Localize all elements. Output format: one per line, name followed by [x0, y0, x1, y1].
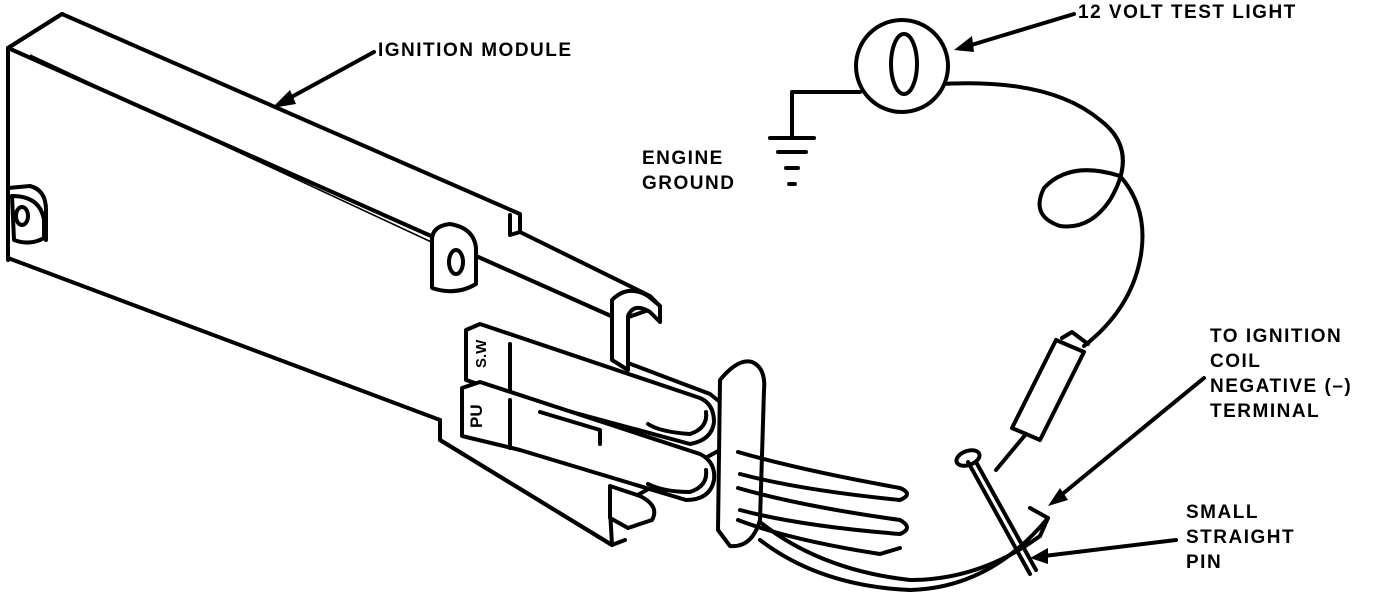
connector-mark-sw: S.W: [473, 339, 490, 368]
harness-wires: [736, 450, 1050, 592]
ground-symbol: [768, 90, 862, 186]
label-ignition-module: IGNITION MODULE: [378, 40, 573, 61]
label-coil-terminal-line-4: TERMINAL: [1210, 401, 1321, 422]
label-straight-pin-line-2: STRAIGHT: [1186, 527, 1296, 548]
label-engine-ground-line-2: GROUND: [642, 173, 736, 194]
label-straight-pin: SMALL STRAIGHT PIN: [1186, 500, 1295, 575]
straight-pin: [954, 448, 1038, 576]
test-light-lead: [898, 81, 1145, 472]
label-coil-terminal: TO IGNITION COIL NEGATIVE (–) TERMINAL: [1210, 324, 1352, 424]
connector-mark-pu: PU: [467, 404, 486, 428]
label-test-light: 12 VOLT TEST LIGHT: [1078, 2, 1297, 23]
connector-block: [460, 288, 767, 549]
label-engine-ground: ENGINE GROUND: [642, 146, 735, 196]
label-coil-terminal-line-3: NEGATIVE (–): [1210, 376, 1353, 397]
label-straight-pin-line-3: PIN: [1186, 552, 1223, 573]
test-light-bulb: [854, 18, 950, 114]
label-coil-terminal-line-1: TO IGNITION: [1210, 326, 1343, 347]
label-straight-pin-line-1: SMALL: [1186, 502, 1259, 523]
label-engine-ground-line-1: ENGINE: [642, 148, 724, 169]
label-coil-terminal-line-2: COIL: [1210, 351, 1262, 372]
leader-arrows: [272, 12, 1206, 564]
